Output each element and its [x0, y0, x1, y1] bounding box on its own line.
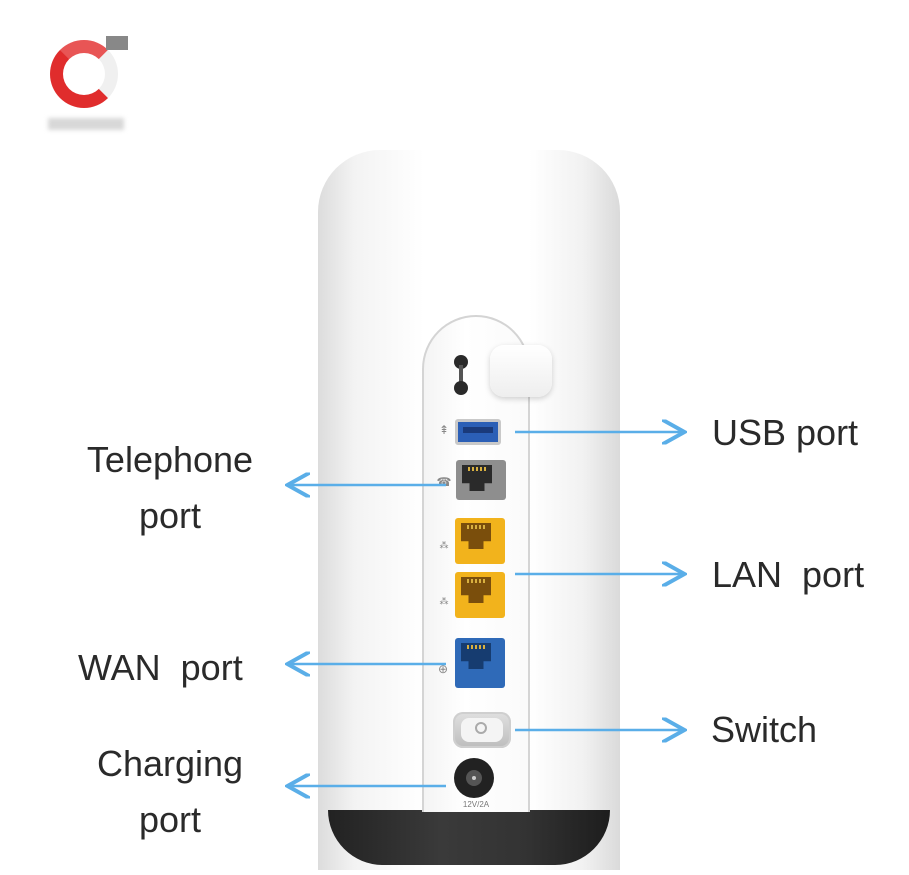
- logo-icon: [46, 36, 132, 136]
- lan-socket-1: [455, 518, 505, 564]
- globe-icon: ⊕: [437, 662, 449, 676]
- telephone-port-label: Telephone port: [70, 432, 270, 544]
- network-icon: ⁂: [439, 540, 449, 550]
- power-rating-label: 12V/2A: [462, 800, 490, 809]
- wan-socket: [455, 638, 505, 688]
- charging-label-line2: port: [138, 799, 202, 840]
- reset-hole: [446, 355, 476, 397]
- usb-socket: [455, 419, 501, 445]
- lan-port-label: LAN port: [712, 554, 865, 595]
- usb-port-label: USB port: [712, 412, 859, 453]
- telephone-socket: [456, 460, 506, 500]
- telephone-label-line2: port: [138, 495, 202, 536]
- telephone-label-line1: Telephone: [86, 439, 254, 480]
- rubber-cap: [490, 345, 552, 397]
- power-icon: [475, 722, 487, 734]
- power-switch: [453, 712, 511, 748]
- lan-socket-2: [455, 572, 505, 618]
- charging-label-line1: Charging: [96, 743, 244, 784]
- charging-port-label: Charging port: [85, 736, 255, 848]
- switch-label: Switch: [711, 709, 818, 750]
- network-icon: ⁂: [439, 596, 449, 606]
- usb-icon: ⇞: [438, 423, 450, 437]
- dc-jack: [454, 758, 494, 798]
- router-base: [328, 810, 610, 865]
- wan-port-label: WAN port: [78, 647, 243, 688]
